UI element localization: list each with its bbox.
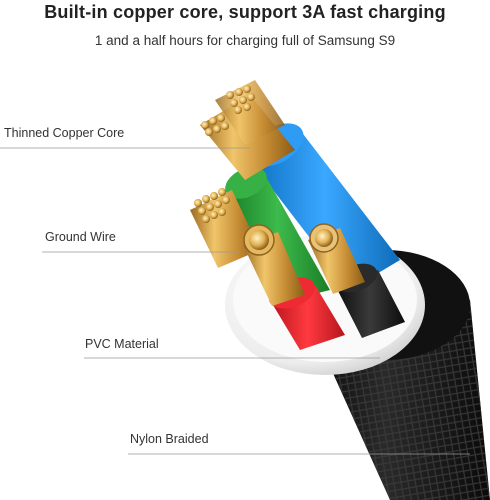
subheadline: 1 and a half hours for charging full of … [94, 33, 396, 48]
callout-thinned-copper-core: Thinned Copper Core [4, 126, 125, 140]
copper-core-red [243, 224, 305, 306]
copper-core-left [190, 188, 260, 268]
callout-pvc-material: PVC Material [85, 337, 159, 351]
callout-nylon-braided: Nylon Braided [130, 432, 209, 446]
copper-core-top [200, 80, 295, 180]
headline: Built-in copper core, support 3A fast ch… [44, 2, 446, 22]
copper-core-black [308, 223, 365, 294]
callout-ground-wire: Ground Wire [45, 230, 116, 244]
